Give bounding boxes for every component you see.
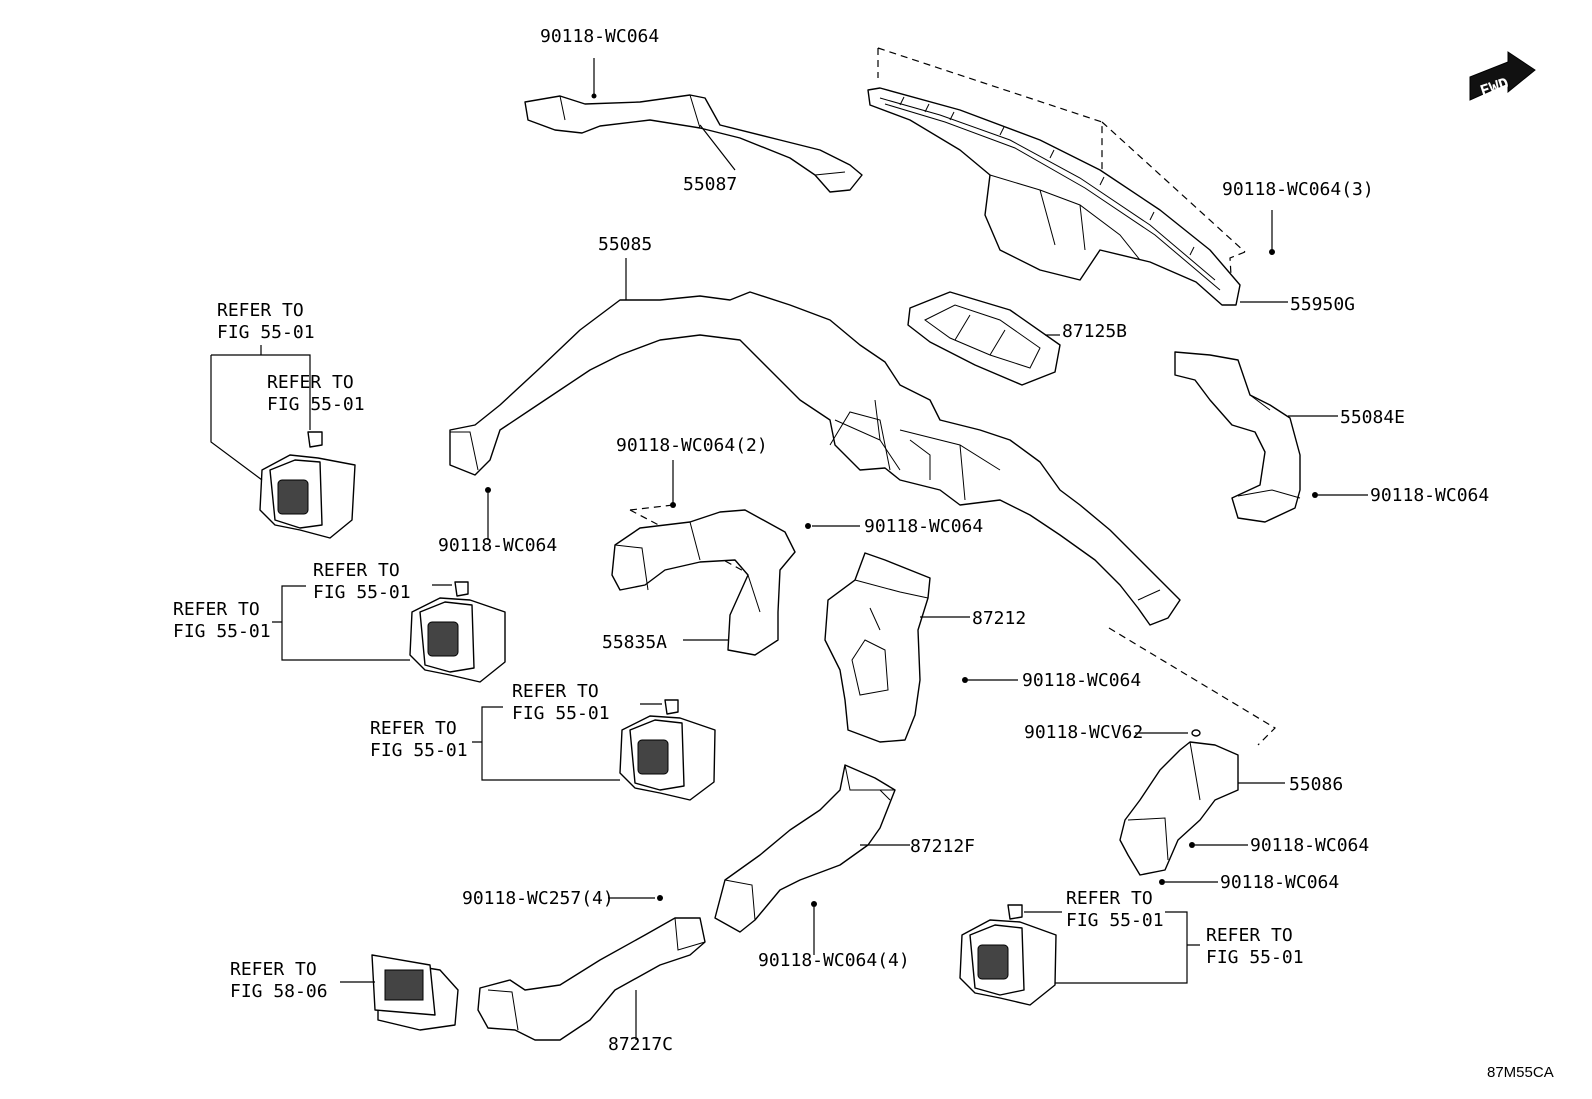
part-55084e (1174, 351, 1368, 523)
part-register-58-06 (340, 954, 459, 1031)
refer-to-2a-line2: FIG 55-01 (313, 582, 411, 603)
refer-to-3b-line2: FIG 55-01 (370, 740, 468, 761)
refer-to-1b-line2: FIG 55-01 (267, 394, 365, 415)
part-register-3 (619, 699, 716, 801)
label-55950g: 55950G (1290, 294, 1355, 315)
label-bolt-3: 90118-WC064(3) (1222, 179, 1374, 200)
label-87125b: 87125B (1062, 321, 1127, 342)
part-87217c (477, 917, 706, 1041)
part-55087 (524, 58, 863, 193)
label-55087: 55087 (683, 174, 737, 195)
refer-to-4b-line2: FIG 55-01 (1206, 947, 1304, 968)
part-87212 (824, 552, 1018, 743)
refer-to-58-06-line2: FIG 58-06 (230, 981, 328, 1002)
label-bolt-right-84e: 90118-WC064 (1370, 485, 1489, 506)
label-bolt-2: 90118-WC064(2) (616, 435, 768, 456)
label-bolt-wc257: 90118-WC257(4) (462, 888, 614, 909)
refer-to-4a-line2: FIG 55-01 (1066, 910, 1164, 931)
refer-to-1a-line2: FIG 55-01 (217, 322, 315, 343)
label-87212: 87212 (972, 608, 1026, 629)
fwd-arrow-icon: FWD (1469, 51, 1536, 101)
refer-to-1b-line1: REFER TO (267, 372, 354, 393)
refer-to-2a-line1: REFER TO (313, 560, 400, 581)
part-register-1 (259, 431, 356, 539)
refer-to-3a-line1: REFER TO (512, 681, 599, 702)
refer-to-4b-line1: REFER TO (1206, 925, 1293, 946)
label-87217c: 87217C (608, 1034, 673, 1055)
label-bolt-wcv62: 90118-WCV62 (1024, 722, 1143, 743)
refer-to-58-06-line1: REFER TO (230, 959, 317, 980)
part-87212f (608, 764, 910, 955)
diagram-code: 87M55CA (1487, 1064, 1554, 1081)
part-55085 (449, 258, 1181, 626)
refer-to-3b-line1: REFER TO (370, 718, 457, 739)
label-bolt-left: 90118-WC064 (438, 535, 557, 556)
part-register-2 (409, 581, 506, 683)
label-bolt-86a: 90118-WC064 (1250, 835, 1369, 856)
refer-to-2b-line1: REFER TO (173, 599, 260, 620)
refer-to-3a-line2: FIG 55-01 (512, 703, 610, 724)
label-bolt-center: 90118-WC064 (1022, 670, 1141, 691)
label-bolt-mid: 90118-WC064 (864, 516, 983, 537)
refer-to-1a-line1: REFER TO (217, 300, 304, 321)
part-87125b (907, 291, 1061, 386)
label-bolt-86b: 90118-WC064 (1220, 872, 1339, 893)
label-bolt-top: 90118-WC064 (540, 26, 659, 47)
label-55085: 55085 (598, 234, 652, 255)
part-55950g (867, 47, 1288, 306)
label-87212f: 87212F (910, 836, 975, 857)
bracket-3 (472, 706, 620, 781)
bracket-4 (1024, 911, 1200, 984)
label-55084e: 55084E (1340, 407, 1405, 428)
refer-to-4a-line1: REFER TO (1066, 888, 1153, 909)
label-bolt-4: 90118-WC064(4) (758, 950, 910, 971)
part-55835a (611, 460, 860, 656)
label-55835a: 55835A (602, 632, 667, 653)
part-register-4 (959, 904, 1057, 1006)
refer-to-2b-line2: FIG 55-01 (173, 621, 271, 642)
label-55086: 55086 (1289, 774, 1343, 795)
bracket-1 (210, 345, 311, 481)
bracket-2 (272, 585, 410, 661)
part-55086 (1108, 627, 1285, 885)
